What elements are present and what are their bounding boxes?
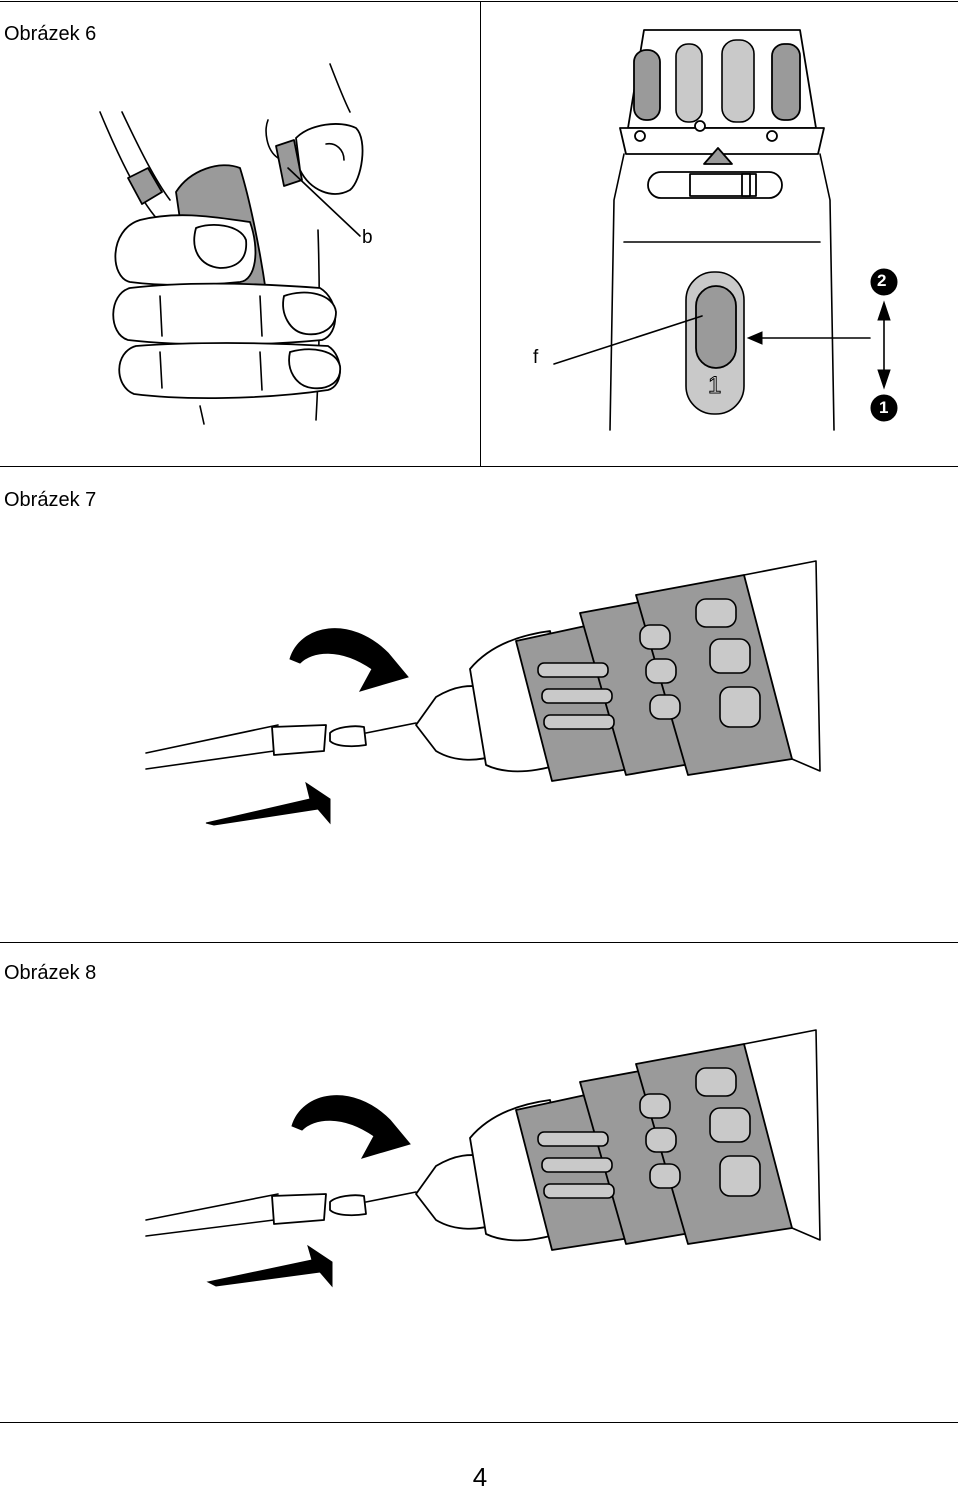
fig6-label-f: f xyxy=(533,347,539,368)
fig6-hand-illustration xyxy=(99,63,364,425)
fig8-chuck-screw-illustration xyxy=(145,1029,821,1288)
top-rule xyxy=(0,1,958,2)
fig6-label-b: b xyxy=(362,227,373,248)
fig8-bottom-rule xyxy=(0,1422,958,1423)
fig6-bottom-rule xyxy=(0,466,958,467)
fig6-divider xyxy=(480,1,481,467)
fig6-caption: Obrázek 6 xyxy=(4,23,97,45)
page-number: 4 xyxy=(472,1462,488,1492)
fig6-position-1-badge: 1 xyxy=(879,398,889,417)
fig7-bottom-rule xyxy=(0,942,958,943)
fig6-switch-illustration xyxy=(553,29,898,431)
fig7-caption: Obrázek 7 xyxy=(4,489,97,511)
fig6-position-2-badge: 2 xyxy=(877,271,887,290)
fig8-caption: Obrázek 8 xyxy=(4,962,97,984)
fig6-switch-mark: 1 xyxy=(707,372,722,399)
fig7-chuck-screw-illustration xyxy=(145,560,821,826)
